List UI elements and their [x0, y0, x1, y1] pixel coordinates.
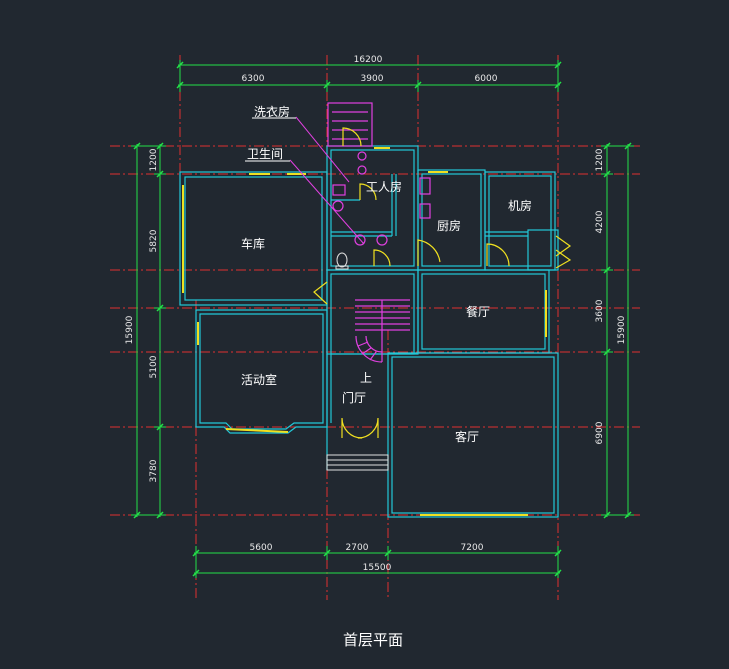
dim-right-2: 4200	[595, 210, 605, 233]
room-label-kitchen: 厨房	[437, 218, 461, 233]
drawing-title: 首层平面	[343, 631, 403, 649]
dim-left-1: 1200	[149, 148, 159, 171]
dim-top-total: 16200	[354, 55, 383, 65]
dim-left-2: 5820	[149, 229, 159, 252]
dim-left-total: 15900	[125, 315, 135, 344]
leader-lines	[289, 116, 365, 245]
room-label-foyer: 门厅	[342, 390, 366, 405]
dim-bottom-2: 2700	[346, 543, 369, 553]
room-label-machine: 机房	[508, 198, 532, 213]
basin-icon	[332, 200, 344, 212]
room-label-stair-up: 上	[360, 371, 372, 385]
walls	[179, 145, 559, 518]
room-label-servant: 工人房	[366, 179, 402, 194]
dim-top-1: 6300	[242, 74, 265, 84]
room-label-laundry: 洗衣房	[254, 104, 290, 119]
dim-right-3: 3600	[595, 299, 605, 322]
dim-bottom-1: 5600	[250, 543, 273, 553]
room-label-activity: 活动室	[241, 372, 277, 387]
laundry-extension	[327, 102, 373, 147]
room-label-garage: 车库	[241, 236, 265, 251]
axis-grid	[110, 55, 640, 600]
doors	[313, 127, 572, 439]
dim-bottom-3: 7200	[461, 543, 484, 553]
windows	[182, 147, 547, 516]
staircase	[355, 299, 410, 363]
dim-left-4: 3780	[149, 459, 159, 482]
dim-top-2: 3900	[361, 74, 384, 84]
basin-2-icon	[354, 234, 366, 246]
cooktop-icon	[419, 177, 431, 195]
dim-right-1: 1200	[595, 148, 605, 171]
room-label-dining: 餐厅	[466, 304, 490, 319]
sink-icon	[332, 184, 346, 196]
room-label-bathroom: 卫生间	[247, 147, 283, 161]
basin-3-icon	[376, 234, 388, 246]
dim-right-total: 15900	[617, 315, 627, 344]
leader-underlines	[245, 117, 296, 162]
toilet-icon	[335, 252, 349, 270]
washer-2-icon	[357, 165, 367, 175]
dim-left-3: 5100	[149, 355, 159, 378]
fixtures	[332, 151, 431, 246]
kitchen-sink-icon	[419, 203, 431, 219]
room-label-living: 客厅	[455, 429, 479, 444]
dim-right-4: 6900	[595, 421, 605, 444]
entry-steps	[326, 454, 389, 471]
washer-1-icon	[357, 151, 367, 161]
dimension-ticks	[133, 61, 632, 577]
dim-bottom-total: 15500	[363, 563, 392, 573]
dim-top-3: 6000	[475, 74, 498, 84]
